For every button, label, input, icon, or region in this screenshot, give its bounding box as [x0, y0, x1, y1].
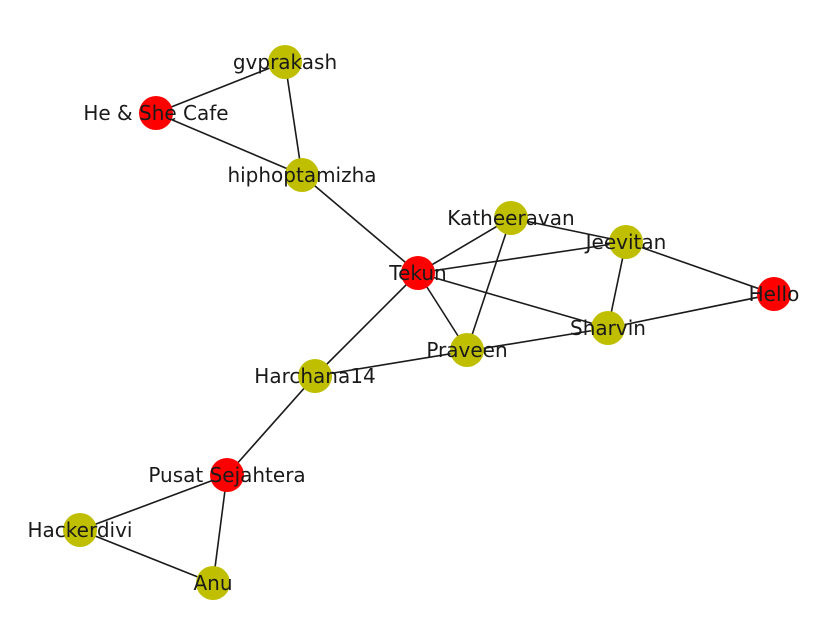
labels-layer: gvprakash He & She Cafe hiphoptamizhaKathe…	[28, 50, 800, 595]
edge-tekun-sharvin	[417, 272, 609, 329]
edge-tekun-harchana14	[314, 272, 419, 377]
node-praveen[interactable]	[450, 333, 484, 367]
node-label-harchana14: Harchana14	[254, 364, 375, 388]
edge-katheeravan-praveen	[466, 217, 512, 351]
edge-he_she_cafe-hiphoptamizha	[155, 112, 303, 176]
edges-layer	[79, 61, 775, 584]
edge-gvprakash-he_she_cafe	[155, 61, 286, 114]
node-anu[interactable]	[196, 566, 230, 600]
node-gvprakash[interactable]	[268, 45, 302, 79]
edge-pusat_sejahtera-anu	[212, 474, 228, 584]
node-hiphoptamizha[interactable]	[285, 158, 319, 192]
node-label-jeevitan: Jeevitan	[584, 230, 667, 254]
node-label-sharvin: Sharvin	[570, 316, 646, 340]
edge-jeevitan-hello	[625, 241, 775, 295]
node-hello[interactable]	[757, 277, 791, 311]
node-pusat_sejahtera[interactable]	[210, 458, 244, 492]
edge-harchana14-pusat_sejahtera	[226, 375, 316, 476]
node-harchana14[interactable]	[298, 359, 332, 393]
edge-pusat_sejahtera-hackerdivi	[79, 474, 228, 531]
edge-hiphoptamizha-tekun	[301, 174, 419, 274]
node-label-praveen: Praveen	[426, 338, 507, 362]
edge-tekun-katheeravan	[417, 217, 512, 274]
node-he_she_cafe[interactable]	[139, 96, 173, 130]
node-label-tekun: Tekun	[388, 261, 446, 285]
edge-gvprakash-hiphoptamizha	[284, 61, 303, 176]
node-label-pusat_sejahtera: Pusat Sejahtera	[148, 463, 305, 487]
edge-katheeravan-jeevitan	[510, 217, 627, 243]
node-label-gvprakash: gvprakash	[233, 50, 337, 74]
edge-sharvin-hello	[607, 293, 775, 329]
node-hackerdivi[interactable]	[63, 513, 97, 547]
nodes-layer	[63, 45, 791, 600]
node-sharvin[interactable]	[591, 311, 625, 345]
edge-tekun-jeevitan	[417, 241, 627, 274]
edge-hackerdivi-anu	[79, 529, 214, 584]
node-katheeravan[interactable]	[494, 201, 528, 235]
node-label-katheeravan: Katheeravan	[447, 206, 574, 230]
node-label-hiphoptamizha: hiphoptamizha	[227, 163, 376, 187]
node-label-hello: Hello	[749, 282, 800, 306]
node-label-he_she_cafe: He & She Cafe	[83, 101, 228, 125]
node-tekun[interactable]	[401, 256, 435, 290]
node-label-hackerdivi: Hackerdivi	[28, 518, 133, 542]
node-jeevitan[interactable]	[609, 225, 643, 259]
node-label-anu: Anu	[193, 571, 232, 595]
